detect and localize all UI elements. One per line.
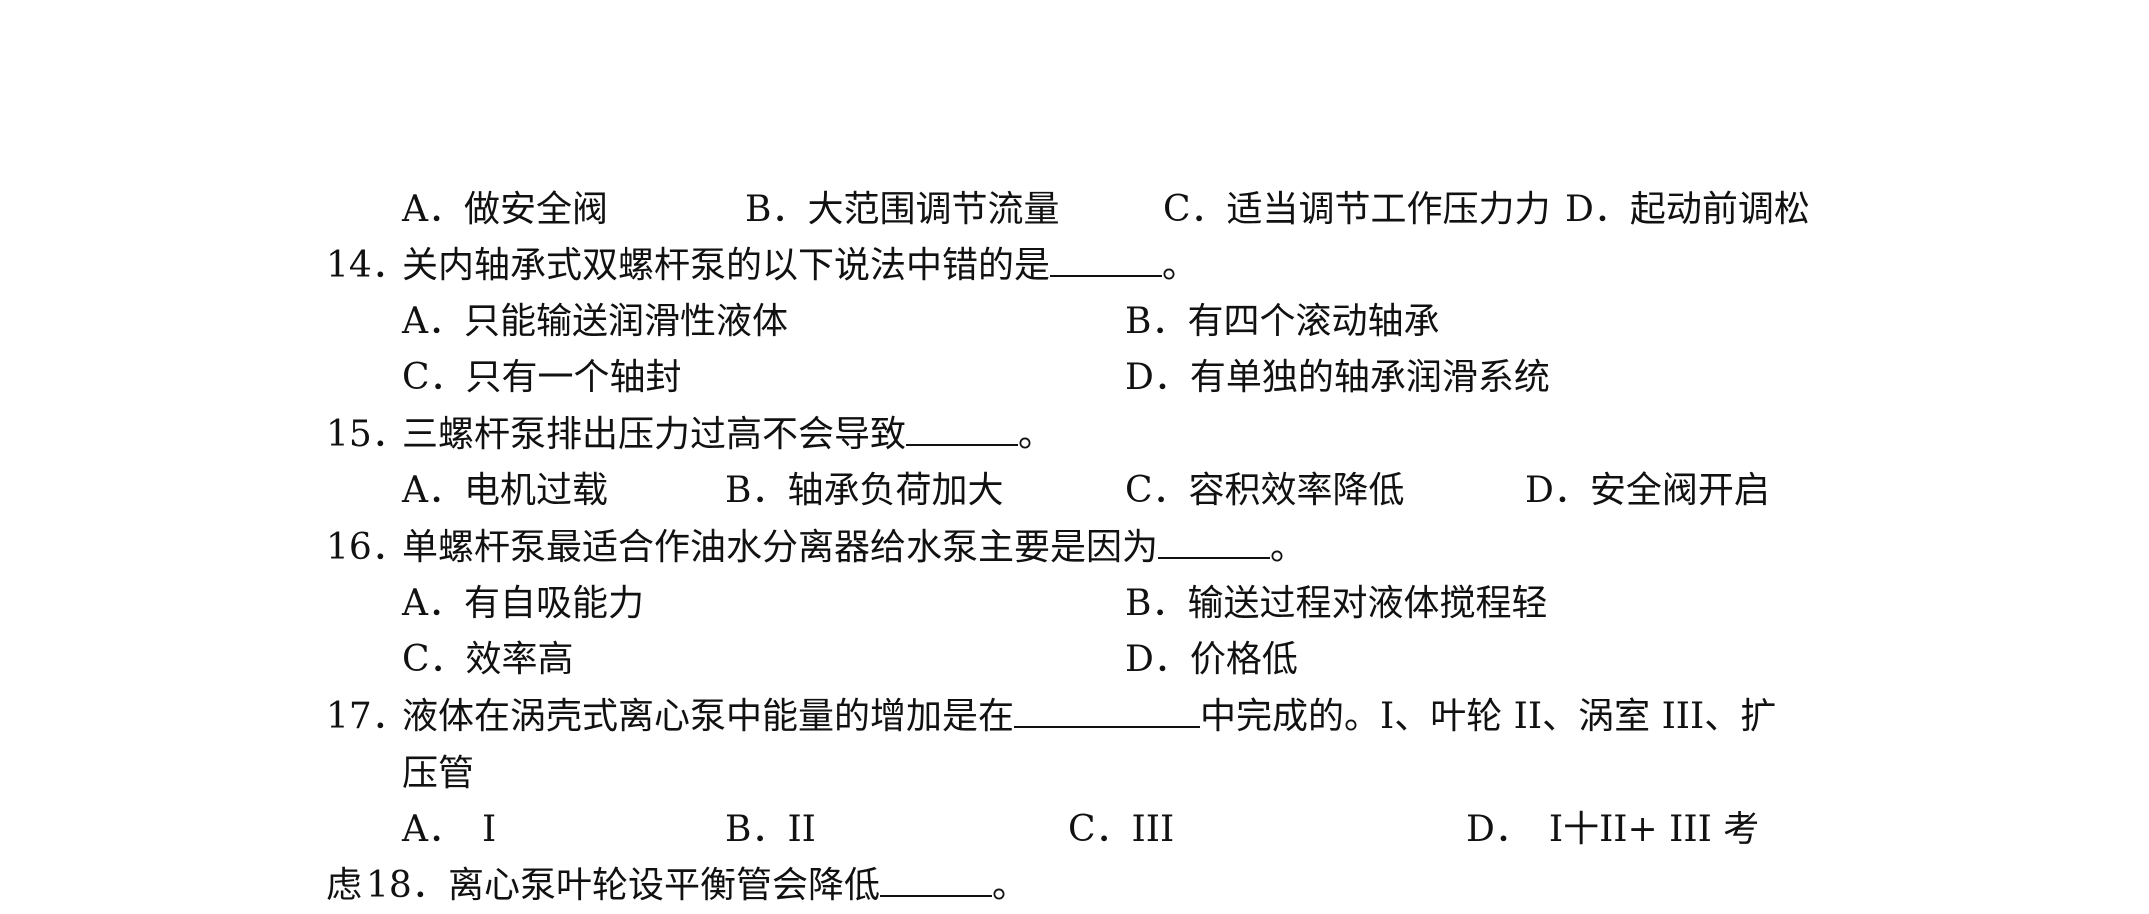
q18-stem: 离心泵叶轮设平衡管会降低 。 <box>448 858 1028 914</box>
q14-option-b: B．有四个滚动轴承 <box>1125 301 1440 342</box>
q16-option-c: C．效率高 <box>402 639 574 680</box>
q18-answer-blank <box>880 859 993 897</box>
q17-number: 17． <box>326 696 408 737</box>
q18-prefix: 虑 <box>326 865 363 906</box>
q18-stem-tail: 。 <box>992 865 1029 906</box>
q15-answer-blank <box>906 408 1019 446</box>
q17-stem-tail: 中完成的。I、叶轮 II、涡室 III、扩 <box>1200 696 1777 737</box>
q14-number: 14． <box>326 245 408 286</box>
q17-stem-continuation: 压管 <box>402 753 475 794</box>
q17-option-d: D． I十II+ III 考 <box>1466 809 1760 850</box>
q17-stem-text: 液体在涡壳式离心泵中能量的增加是在 <box>402 696 1015 737</box>
q17-stem: 液体在涡壳式离心泵中能量的增加是在 中完成的。I、叶轮 II、涡室 III、扩 <box>402 689 1776 745</box>
q15-option-d: D．安全阀开启 <box>1525 470 1770 511</box>
q17-option-b: B．II <box>725 809 816 850</box>
q14-stem: 关内轴承式双螺杆泵的以下说法中错的是 。 <box>402 238 1198 294</box>
q16-number: 16． <box>326 527 408 568</box>
q16-stem-text: 单螺杆泵最适合作油水分离器给水泵主要是因为 <box>402 527 1159 568</box>
q16-answer-blank <box>1158 521 1271 559</box>
q14-stem-text: 关内轴承式双螺杆泵的以下说法中错的是 <box>402 245 1051 286</box>
q13-option-d: D．起动前调松 <box>1565 189 1810 230</box>
q15-stem-tail: 。 <box>1018 414 1055 455</box>
q16-option-b: B．输送过程对液体搅程轻 <box>1125 583 1548 624</box>
q18-number: 18． <box>366 865 448 906</box>
q13-option-c: C．适当调节工作压力力 <box>1163 189 1551 230</box>
q17-option-a: A． I <box>402 809 497 850</box>
q15-option-c: C．容积效率降低 <box>1125 470 1405 511</box>
q17-answer-blank <box>1014 690 1201 728</box>
q14-stem-tail: 。 <box>1162 245 1199 286</box>
q14-option-d: D．有单独的轴承润滑系统 <box>1125 357 1550 398</box>
q13-option-b: B．大范围调节流量 <box>745 189 1060 230</box>
q15-option-a: A．电机过载 <box>402 470 608 511</box>
q14-answer-blank <box>1050 239 1163 277</box>
q15-option-b: B．轴承负荷加大 <box>725 470 1004 511</box>
q14-option-a: A．只能输送润滑性液体 <box>402 301 788 342</box>
q17-option-c: C．III <box>1068 809 1175 850</box>
q13-option-a: A．做安全阀 <box>402 189 608 230</box>
q16-stem: 单螺杆泵最适合作油水分离器给水泵主要是因为 。 <box>402 520 1306 576</box>
q14-option-c: C．只有一个轴封 <box>402 357 682 398</box>
q15-stem-text: 三螺杆泵排出压力过高不会导致 <box>402 414 907 455</box>
q16-option-d: D．价格低 <box>1125 639 1298 680</box>
q15-number: 15． <box>326 414 408 455</box>
q15-stem: 三螺杆泵排出压力过高不会导致 。 <box>402 407 1054 463</box>
q16-stem-tail: 。 <box>1270 527 1307 568</box>
q16-option-a: A．有自吸能力 <box>402 583 644 624</box>
q18-stem-text: 离心泵叶轮设平衡管会降低 <box>448 865 881 906</box>
